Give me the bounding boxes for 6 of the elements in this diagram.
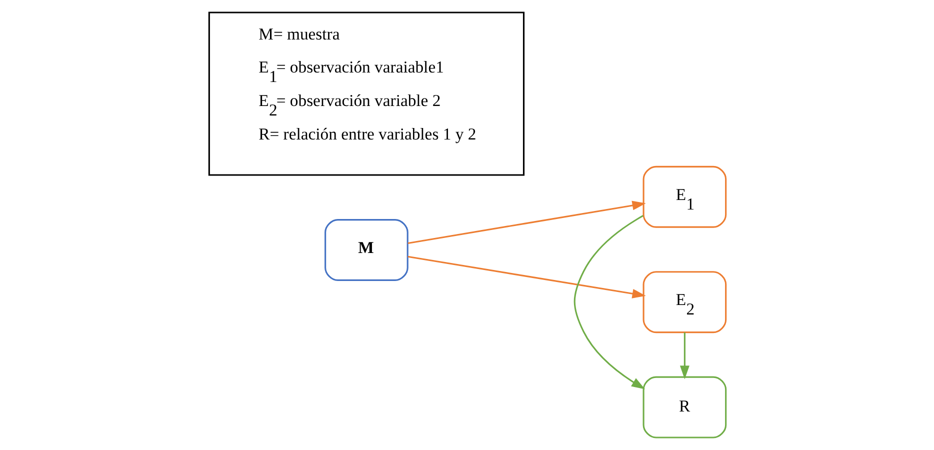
node-box: M (324, 219, 408, 281)
arrow (407, 256, 646, 298)
arrow (407, 200, 646, 244)
node-box: R (642, 376, 726, 438)
arrow (679, 332, 689, 380)
arrow (573, 215, 645, 390)
